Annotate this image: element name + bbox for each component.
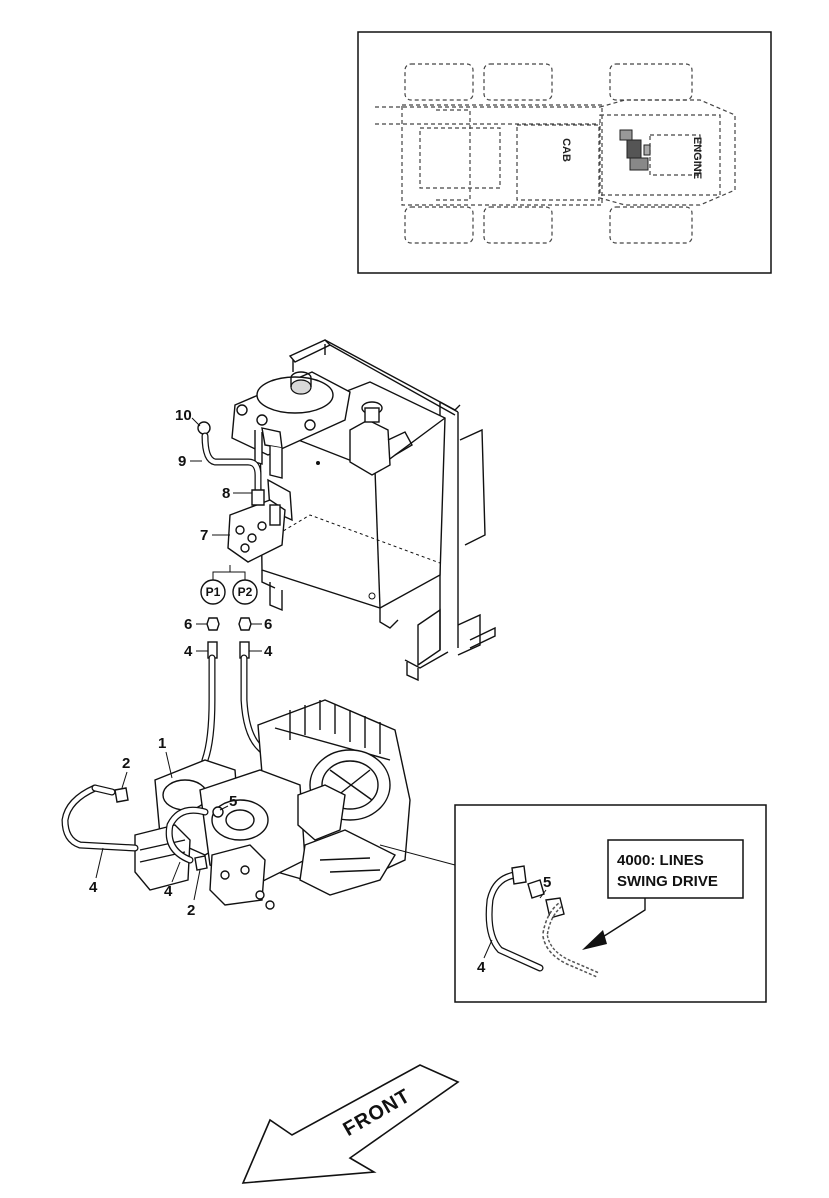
callout-1: 1 bbox=[158, 735, 173, 779]
port-p1: P1 bbox=[200, 579, 226, 605]
callout-7: 7 bbox=[200, 527, 230, 544]
fittings-p-lines bbox=[196, 617, 262, 659]
callout-4-pump-left: 4 bbox=[89, 847, 104, 896]
svg-text:2: 2 bbox=[122, 755, 130, 772]
machine-location-inset: CAB ENGINE bbox=[357, 31, 772, 274]
engine-label: ENGINE bbox=[691, 137, 703, 179]
callout-6-left: 6 bbox=[184, 616, 192, 633]
detail-callout-4: 4 bbox=[477, 959, 486, 976]
svg-text:10: 10 bbox=[175, 407, 192, 424]
port-p2: P2 bbox=[232, 579, 258, 605]
callout-4-right: 4 bbox=[264, 643, 273, 660]
svg-text:1: 1 bbox=[158, 735, 166, 752]
svg-text:4: 4 bbox=[164, 883, 173, 900]
svg-text:5: 5 bbox=[229, 793, 237, 810]
pump-engine-assembly bbox=[61, 699, 456, 910]
svg-text:7: 7 bbox=[200, 527, 208, 544]
note-line-2: SWING DRIVE bbox=[617, 873, 718, 890]
callout-2-top: 2 bbox=[121, 755, 130, 789]
swing-drive-detail-inset: 4000: LINES SWING DRIVE 5 4 bbox=[454, 804, 767, 1003]
callout-9: 9 bbox=[178, 453, 202, 470]
callout-4-left: 4 bbox=[184, 643, 193, 660]
callout-6-right: 6 bbox=[264, 616, 272, 633]
callout-4-pump-mid: 4 bbox=[164, 861, 181, 900]
callout-2-bottom: 2 bbox=[187, 869, 201, 919]
svg-text:8: 8 bbox=[222, 485, 230, 502]
svg-text:2: 2 bbox=[187, 902, 195, 919]
callout-10: 10 bbox=[175, 407, 201, 427]
detail-callout-5: 5 bbox=[543, 874, 551, 891]
svg-text:9: 9 bbox=[178, 453, 186, 470]
port-p2-label: P2 bbox=[238, 585, 253, 599]
note-line-1: 4000: LINES bbox=[617, 852, 704, 869]
port-p1-label: P1 bbox=[206, 585, 221, 599]
callout-5: 5 bbox=[219, 793, 237, 811]
cab-label: CAB bbox=[560, 138, 572, 162]
front-direction-arrow: FRONT bbox=[241, 1064, 460, 1184]
callout-8: 8 bbox=[222, 485, 252, 502]
hydraulic-tank-assembly bbox=[197, 339, 496, 682]
swing-drive-note-box bbox=[607, 839, 744, 899]
svg-text:4: 4 bbox=[89, 879, 98, 896]
